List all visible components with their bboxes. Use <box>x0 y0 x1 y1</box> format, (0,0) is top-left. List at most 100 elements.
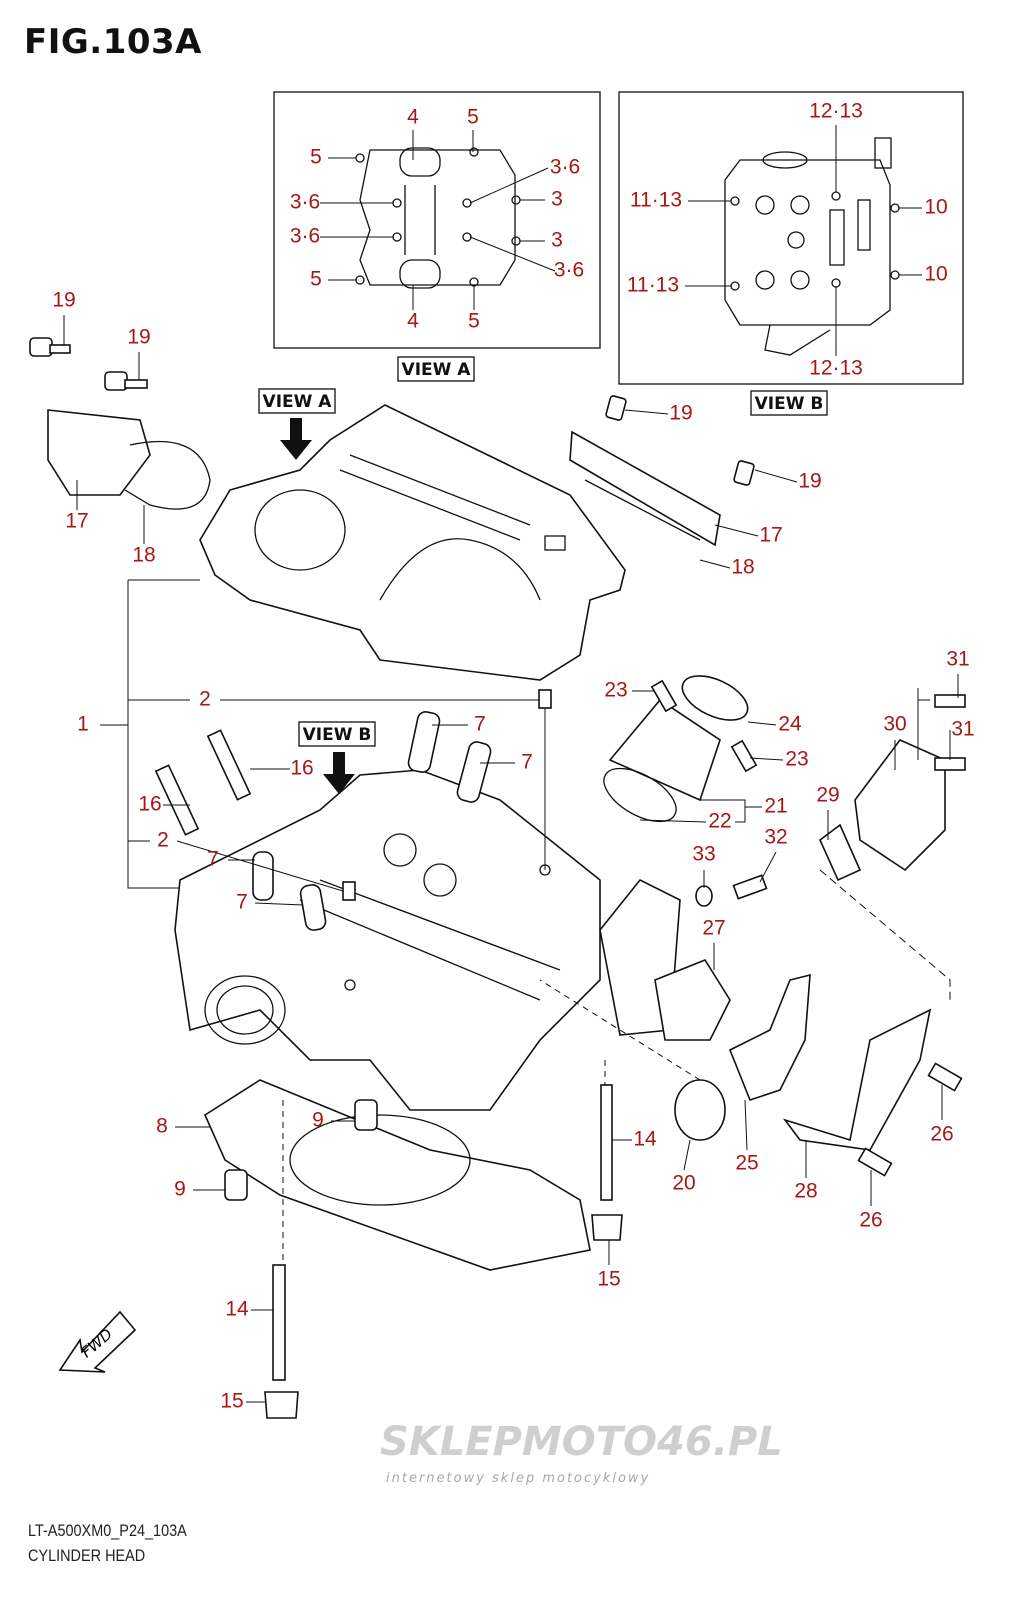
callout[interactable]: 20 <box>672 1172 695 1195</box>
bolt-23b <box>730 739 758 773</box>
view-a-inset <box>273 91 601 349</box>
callout[interactable]: 8 <box>156 1115 168 1138</box>
callout[interactable]: 5 <box>310 146 322 169</box>
callout[interactable]: 25 <box>735 1152 758 1175</box>
callout[interactable]: 3·6 <box>290 191 320 214</box>
callout[interactable]: 32 <box>764 826 787 849</box>
callout[interactable]: 29 <box>816 784 839 807</box>
side-cap-left <box>47 409 151 496</box>
callout[interactable]: 31 <box>951 718 974 741</box>
cam-cover-underside <box>355 147 521 289</box>
bolt-31a <box>934 694 966 708</box>
valve-guides <box>252 711 492 931</box>
bolt-26a <box>927 1062 963 1092</box>
nut-15b <box>264 1391 299 1419</box>
view-b-label: VIEW B <box>755 394 824 414</box>
callout[interactable]: 21 <box>764 795 787 818</box>
callout[interactable]: 19 <box>127 326 150 349</box>
callout[interactable]: 3·6 <box>554 259 584 282</box>
callout[interactable]: 3·6 <box>290 225 320 248</box>
callout[interactable]: 18 <box>731 556 754 579</box>
cylinder-head-cover <box>199 404 626 681</box>
callout[interactable]: 17 <box>759 524 782 547</box>
view-a-label: VIEW A <box>402 360 472 380</box>
watermark-tagline: internetowy sklep motocyklowy <box>386 1471 650 1486</box>
callout[interactable]: 3·6 <box>550 156 580 179</box>
cylinder-head <box>174 769 601 1111</box>
callout[interactable]: 28 <box>794 1180 817 1203</box>
watermark: SKLEPMOTO46.PL internetowy sklep motocyk… <box>380 1419 783 1486</box>
view-b-inset <box>618 91 964 385</box>
callout[interactable]: 12·13 <box>809 357 863 380</box>
callout[interactable]: 33 <box>692 843 715 866</box>
bolt-23a <box>650 679 678 713</box>
view-b-pointer-label: VIEW B <box>303 725 372 745</box>
callout[interactable]: 23 <box>785 748 808 771</box>
callout[interactable]: 22 <box>708 810 731 833</box>
callout[interactable]: 14 <box>633 1128 657 1151</box>
callout[interactable]: 3 <box>551 188 563 211</box>
callout[interactable]: 5 <box>310 268 322 291</box>
callout[interactable]: 19 <box>669 402 692 425</box>
diagram-name: CYLINDER HEAD <box>28 1546 146 1565</box>
callout[interactable]: 7 <box>521 751 533 774</box>
callout[interactable]: 4 <box>407 310 419 333</box>
callout[interactable]: 16 <box>138 793 161 816</box>
callout[interactable]: 18 <box>132 544 155 567</box>
callout[interactable]: 7 <box>474 713 486 736</box>
view-a-pointer-label: VIEW A <box>263 392 333 412</box>
callout[interactable]: 3 <box>551 229 563 252</box>
callouts: 4 5 5 3·6 3·6 3 3·6 3 3·6 5 4 5 12·13 11… <box>52 100 974 1413</box>
bolt-19 <box>29 337 755 486</box>
callout[interactable]: 16 <box>290 757 313 780</box>
dowel-9a <box>354 1099 378 1131</box>
stud-14a <box>600 1084 613 1201</box>
callout[interactable]: 2 <box>199 688 211 711</box>
figure-title: FIG.103A <box>24 22 202 62</box>
view-a-arrow-icon <box>280 418 312 460</box>
callout[interactable]: 26 <box>859 1209 882 1232</box>
callout[interactable]: 7 <box>207 848 219 871</box>
view-labels: VIEW A VIEW A VIEW B VIEW B <box>258 356 828 747</box>
cylinder-head-gasket <box>203 1079 591 1271</box>
callout[interactable]: 19 <box>52 289 75 312</box>
dowel-9b <box>224 1169 248 1201</box>
callout[interactable]: 31 <box>946 648 969 671</box>
callout[interactable]: 24 <box>778 713 802 736</box>
callout[interactable]: 2 <box>157 829 169 852</box>
side-cap-right <box>569 430 721 547</box>
callout[interactable]: 19 <box>798 470 821 493</box>
callout[interactable]: 26 <box>930 1123 953 1146</box>
stud-14b <box>272 1264 286 1381</box>
callout[interactable]: 10 <box>924 263 947 286</box>
callout[interactable]: 23 <box>604 679 627 702</box>
footer: LT-A500XM0_P24_103A CYLINDER HEAD <box>28 1518 187 1568</box>
diagram-code: LT-A500XM0_P24_103A <box>28 1521 187 1540</box>
callout[interactable]: 7 <box>236 891 248 914</box>
cylinder-head-top-view <box>724 137 900 356</box>
callout[interactable]: 11·13 <box>627 274 679 297</box>
callout[interactable]: 14 <box>225 1298 249 1321</box>
callout[interactable]: 12·13 <box>809 100 863 123</box>
intake-pipe <box>603 675 749 823</box>
callout[interactable]: 30 <box>883 713 906 736</box>
o-ring-right <box>584 479 701 541</box>
callout[interactable]: 11·13 <box>630 189 682 212</box>
callout[interactable]: 15 <box>220 1390 243 1413</box>
callout[interactable]: 9 <box>174 1178 186 1201</box>
callout[interactable]: 5 <box>468 310 480 333</box>
callout[interactable]: 10 <box>924 196 947 219</box>
callout[interactable]: 17 <box>65 510 88 533</box>
callout[interactable]: 4 <box>407 106 419 129</box>
callout[interactable]: 15 <box>597 1268 620 1291</box>
bolt-26b <box>857 1147 893 1177</box>
callout[interactable]: 1 <box>77 713 89 736</box>
callout[interactable]: 9 <box>312 1109 324 1132</box>
watermark-brand: SKLEPMOTO46.PL <box>380 1419 783 1465</box>
callout[interactable]: 5 <box>467 106 479 129</box>
o-ring-left <box>124 441 211 510</box>
callout[interactable]: 27 <box>702 917 725 940</box>
dowel-pin-2b <box>342 881 356 901</box>
nut-15a <box>591 1214 623 1241</box>
